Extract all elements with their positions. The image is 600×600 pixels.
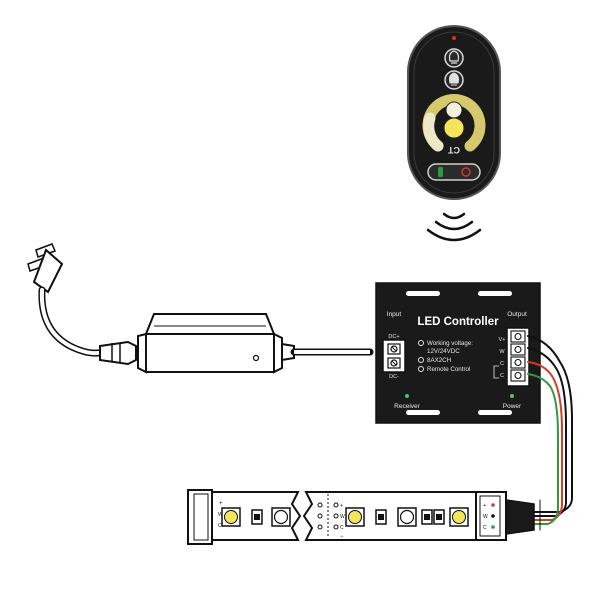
input-dc-plus-label: DC+ (388, 334, 399, 340)
on-indicator (438, 167, 443, 177)
led-controller: LED Controller Input Output DC+ DC- Work… (375, 282, 541, 424)
spec-remote: Remote Control (427, 366, 470, 373)
mid-c-label: C (340, 525, 344, 531)
mount-slot-bottom-right (478, 410, 512, 415)
output-vplus-label: V+ (499, 337, 506, 343)
solder-pads-mid (317, 494, 339, 538)
remote-inner-rim (413, 31, 495, 194)
mid-w-label: W (340, 514, 345, 520)
adapter-top-face (144, 313, 276, 335)
plug-cable (38, 286, 108, 357)
wire-black-1 (527, 335, 573, 513)
power-label: Power (503, 403, 522, 410)
input-terminal-block[interactable] (382, 339, 406, 373)
lightbulb-off-icon (444, 48, 464, 68)
wire-red (527, 361, 563, 521)
left-c-label: C (218, 523, 222, 529)
output-c2-label: C (500, 373, 504, 379)
spec-bullet-3 (418, 366, 424, 372)
left-w-label: W (218, 512, 223, 518)
spec-voltage: Working voltage: (427, 340, 473, 347)
plug-body (32, 248, 64, 294)
input-dc-minus-label: DC- (389, 374, 399, 380)
lightbulb-off-glyph (448, 50, 460, 64)
left-plus-label: + (219, 501, 223, 507)
mid-plus-label: + (340, 503, 343, 509)
controller-title: LED Controller (417, 316, 499, 328)
led-chip-warm-3 (449, 507, 469, 527)
led-chip-warm-1 (221, 507, 241, 527)
spec-bullet-2 (418, 357, 424, 363)
mid-minus-label: − (340, 534, 344, 540)
output-c-bracket (493, 365, 499, 379)
right-c-label: C (483, 525, 487, 531)
power-switch-bar[interactable] (427, 163, 481, 181)
resistor-1 (251, 509, 263, 525)
ac-power-plug (27, 243, 108, 357)
mount-slot-top-right (478, 291, 512, 296)
output-terminal-block[interactable] (506, 327, 530, 387)
brightness-center-button[interactable] (443, 117, 465, 139)
wireless-signal-icon (426, 212, 482, 242)
lightbulb-on-glyph (449, 72, 459, 86)
adapter-body (145, 333, 275, 373)
adapter-led-indicator (252, 354, 260, 362)
spec-voltage-value: 12V/24VDC (427, 348, 460, 355)
mount-slot-top-left (406, 291, 440, 296)
output-wires (527, 335, 573, 531)
right-plus-label: + (483, 503, 486, 509)
led-chip-cool-2 (397, 507, 417, 527)
input-label: Input (387, 311, 402, 318)
receiver-indicator (405, 394, 409, 398)
power-adapter (99, 313, 374, 374)
remote-control: CT (407, 25, 501, 242)
resistor-2 (375, 509, 387, 525)
adapter-strain-relief-right (281, 342, 295, 362)
spec-current: 8AX2CH (427, 357, 451, 364)
adapter-strain-relief-left (99, 340, 137, 366)
power-indicator (510, 394, 514, 398)
right-w-label: W (483, 514, 488, 520)
resistor-3 (421, 509, 445, 525)
remote-indicator-led (452, 36, 456, 40)
receiver-label: Receiver (394, 403, 420, 410)
led-chip-cool-1 (271, 507, 291, 527)
output-w-label: W (499, 349, 505, 355)
strip-connector[interactable]: + W C (475, 491, 535, 541)
wire-green (527, 373, 559, 525)
ring-slider-knob (445, 101, 463, 119)
ct-label: CT (448, 145, 460, 155)
color-temperature-ring-warm (423, 112, 444, 152)
spec-bullet-1 (418, 340, 424, 346)
output-label: Output (507, 311, 527, 318)
led-chip-warm-2 (345, 507, 365, 527)
led-strip: + W C + W C − (187, 489, 535, 545)
output-c1-label: C (500, 361, 504, 367)
power-off-icon[interactable] (461, 167, 471, 177)
mount-slot-bottom-left (406, 410, 440, 415)
wire-black-2 (527, 347, 567, 517)
